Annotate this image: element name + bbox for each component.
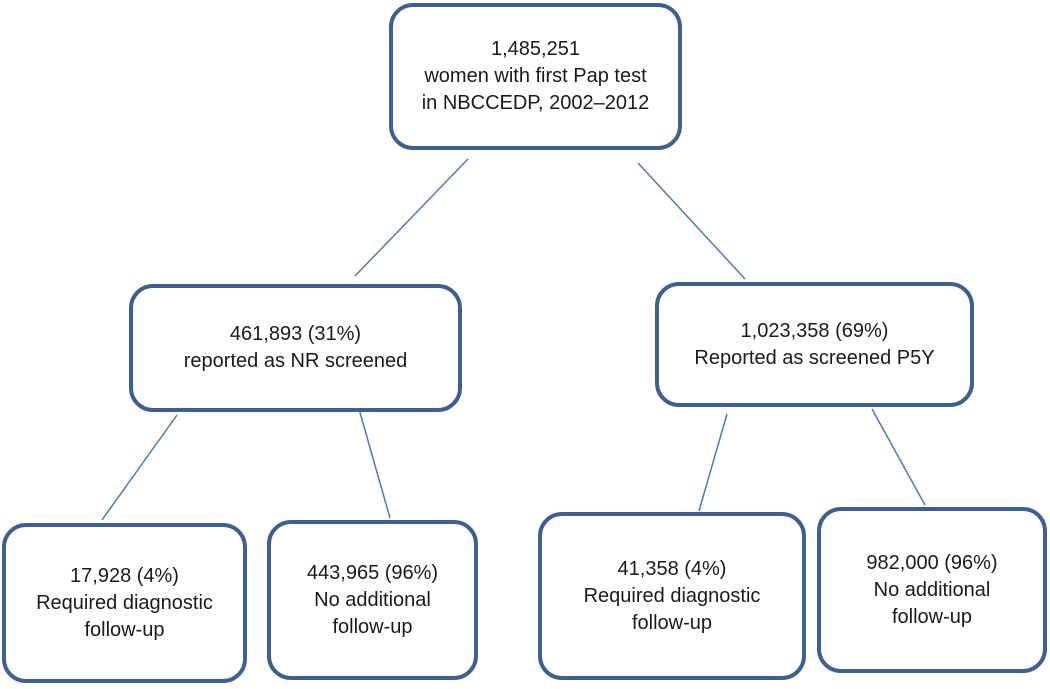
connector-p5y-to-no-followup <box>871 408 926 506</box>
node-p5y-no-followup-count: 982,000 (96%) <box>866 551 998 574</box>
node-nr-required-label-2: follow-up <box>84 618 165 641</box>
node-nr-required-label: Required diagnostic <box>36 591 213 614</box>
node-nr-no-followup: 443,965 (96%) No additional follow-up <box>267 520 478 680</box>
connector-nr-to-no-followup <box>358 408 391 519</box>
node-p5y-required-count: 41,358 (4%) <box>617 557 727 580</box>
node-p5y-count: 1,023,358 (69%) <box>740 319 889 342</box>
node-root-program-years: in NBCCEDP, 2002–2012 <box>421 92 650 114</box>
node-nr-count: 461,893 (31%) <box>229 323 362 345</box>
node-root-description: women with first Pap test <box>424 65 647 87</box>
node-nr-no-followup-label-2: follow-up <box>332 615 413 638</box>
node-p5y-required-label-2: follow-up <box>631 611 713 634</box>
node-nr-screened: 461,893 (31%) reported as NR screened <box>129 284 462 412</box>
connector-nr-to-required <box>101 414 178 521</box>
node-root-count: 1,485,251 <box>491 38 580 60</box>
node-nr-no-followup-count: 443,965 (96%) <box>306 561 439 584</box>
node-p5y-no-followup-label: No additional <box>873 578 991 601</box>
node-nr-required-count: 17,928 (4%) <box>70 564 179 587</box>
node-p5y-no-followup-label-2: follow-up <box>891 605 973 628</box>
node-p5y-label: Reported as screened P5Y <box>694 346 935 369</box>
node-p5y-required-followup: 41,358 (4%) Required diagnostic follow-u… <box>538 512 806 680</box>
node-nr-no-followup-label: No additional <box>314 588 431 611</box>
node-p5y-no-followup: 982,000 (96%) No additional follow-up <box>817 507 1047 673</box>
node-p5y-required-label: Required diagnostic <box>583 584 761 607</box>
connector-p5y-to-required <box>698 413 728 512</box>
node-nr-required-followup: 17,928 (4%) Required diagnostic follow-u… <box>2 523 247 683</box>
node-nr-label: reported as NR screened <box>183 350 408 372</box>
node-root-women-first-pap: 1,485,251 women with first Pap test in N… <box>389 3 682 150</box>
connector-root-to-p5y <box>637 162 746 280</box>
connector-root-to-nr <box>354 158 469 277</box>
node-p5y-screened: 1,023,358 (69%) Reported as screened P5Y <box>655 282 974 407</box>
